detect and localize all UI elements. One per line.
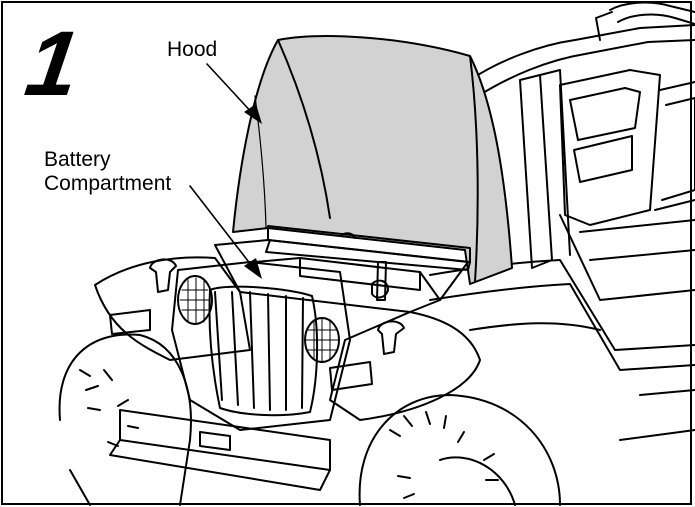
battery-label-line1: Battery [44, 148, 171, 172]
battery-label-line2: Compartment [44, 172, 171, 196]
battery-compartment-label: Battery Compartment [44, 148, 171, 196]
hood-label: Hood [167, 38, 217, 62]
